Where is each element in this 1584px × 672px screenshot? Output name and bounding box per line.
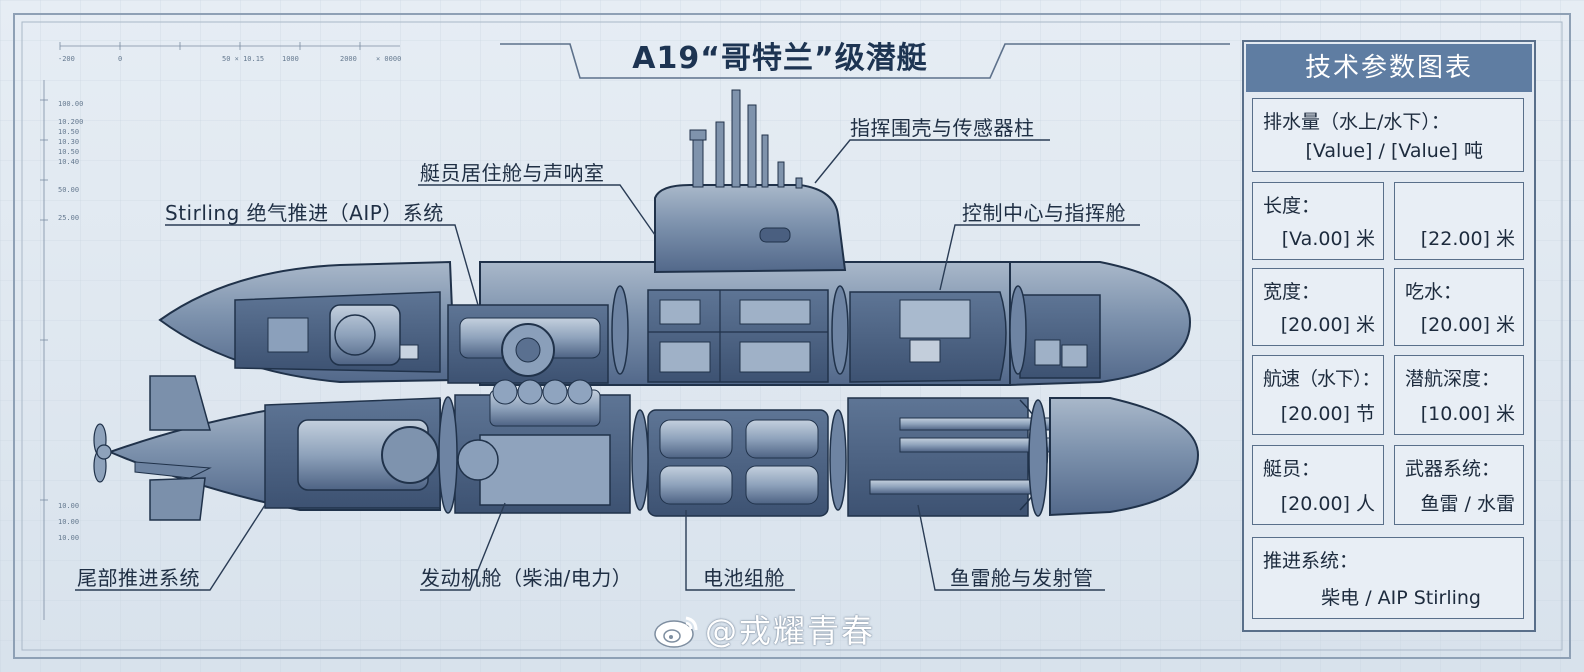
spec-key: 航速（水下）： xyxy=(1263,368,1381,390)
watermark-text: @戎耀青春 xyxy=(705,612,876,650)
label-aip: Stirling 绝气推进（AIP）系统 xyxy=(165,201,444,225)
ruler-tick: 50 × 10.15 xyxy=(222,55,265,63)
spec-key: 潜航深度： xyxy=(1405,368,1501,390)
ruler-tick: 2000 xyxy=(340,55,357,63)
diagram-title: A19“哥特兰”级潜艇 xyxy=(632,41,928,76)
side-tick: 10.50 xyxy=(58,148,80,156)
spec-speed: 航速（水下）： [20.00] 节 xyxy=(1252,355,1384,435)
label-control: 控制中心与指挥舱 xyxy=(962,201,1126,225)
side-tick: 10.00 xyxy=(58,534,80,542)
spec-key: 排水量（水上/水下）： xyxy=(1263,111,1450,133)
leader-lines xyxy=(75,139,1140,591)
ruler-tick: -200 xyxy=(58,55,75,63)
side-tick: 25.00 xyxy=(58,214,80,222)
spec-value: [Value] / [Value] 吨 xyxy=(1305,140,1483,162)
label-torpedo: 鱼雷舱与发射管 xyxy=(950,566,1094,590)
spec-value: [20.00] 米 xyxy=(1280,314,1375,336)
top-ruler xyxy=(59,42,400,50)
side-tick: 10.40 xyxy=(58,158,80,166)
side-tick: 10.50 xyxy=(58,128,80,136)
spec-value: [20.00] 人 xyxy=(1280,493,1375,515)
label-stern: 尾部推进系统 xyxy=(77,566,200,590)
spec-width: 宽度： [20.00] 米 xyxy=(1252,268,1384,346)
side-tick: 10.00 xyxy=(58,502,80,510)
side-tick: 10.00 xyxy=(58,518,80,526)
title-frame xyxy=(500,43,1230,79)
spec-value: [10.00] 米 xyxy=(1420,403,1515,425)
spec-key: 长度： xyxy=(1263,195,1321,217)
spec-value: [20.00] 米 xyxy=(1420,314,1515,336)
spec-depth: 潜航深度： [10.00] 米 xyxy=(1394,355,1524,435)
inner-frame xyxy=(21,21,1563,651)
spec-key: 武器系统： xyxy=(1405,458,1501,480)
ruler-tick: 1000 xyxy=(282,55,299,63)
label-engine: 发动机舱（柴油/电力） xyxy=(420,566,633,590)
label-sail: 指挥围壳与传感器柱 xyxy=(850,116,1035,140)
spec-length-2: [22.00] 米 xyxy=(1394,182,1524,260)
side-tick: 10.30 xyxy=(58,138,80,146)
side-tick: 50.00 xyxy=(58,186,80,194)
spec-value: 鱼雷 / 水雷 xyxy=(1420,493,1515,515)
left-ruler xyxy=(40,80,48,620)
upper-hull xyxy=(158,260,1192,387)
side-tick: 100.00 xyxy=(58,100,84,108)
side-tick: 10.200 xyxy=(58,118,84,126)
spec-value: [Va.00] 米 xyxy=(1281,228,1375,250)
spec-crew: 艇员： [20.00] 人 xyxy=(1252,445,1384,525)
label-crew: 艇员居住舱与声呐室 xyxy=(420,161,605,185)
spec-draft: 吃水： [20.00] 米 xyxy=(1394,268,1524,346)
sail-tower xyxy=(654,89,847,274)
ruler-tick: 0 xyxy=(118,55,123,63)
spec-key: 推进系统： xyxy=(1263,550,1359,572)
ruler-tick: × 0000 xyxy=(376,55,402,63)
spec-propulsion: 推进系统： 柴电 / AIP Stirling xyxy=(1252,537,1524,619)
spec-value: [22.00] 米 xyxy=(1420,228,1515,250)
spec-displacement: 排水量（水上/水下）： [Value] / [Value] 吨 xyxy=(1252,98,1524,172)
outer-frame xyxy=(13,13,1571,659)
spec-panel-heading: 技术参数图表 xyxy=(1246,44,1532,92)
spec-key: 吃水： xyxy=(1405,281,1463,303)
spec-key: 艇员： xyxy=(1263,458,1321,480)
spec-key: 宽度： xyxy=(1263,281,1321,303)
label-battery: 电池组舱 xyxy=(703,566,785,590)
spec-weapons: 武器系统： 鱼雷 / 水雷 xyxy=(1394,445,1524,525)
spec-length: 长度： [Va.00] 米 xyxy=(1252,182,1384,260)
spec-value: 柴电 / AIP Stirling xyxy=(1321,587,1481,609)
lower-hull xyxy=(93,375,1200,521)
spec-value: [20.00] 节 xyxy=(1280,403,1375,425)
weibo-icon xyxy=(654,616,698,648)
